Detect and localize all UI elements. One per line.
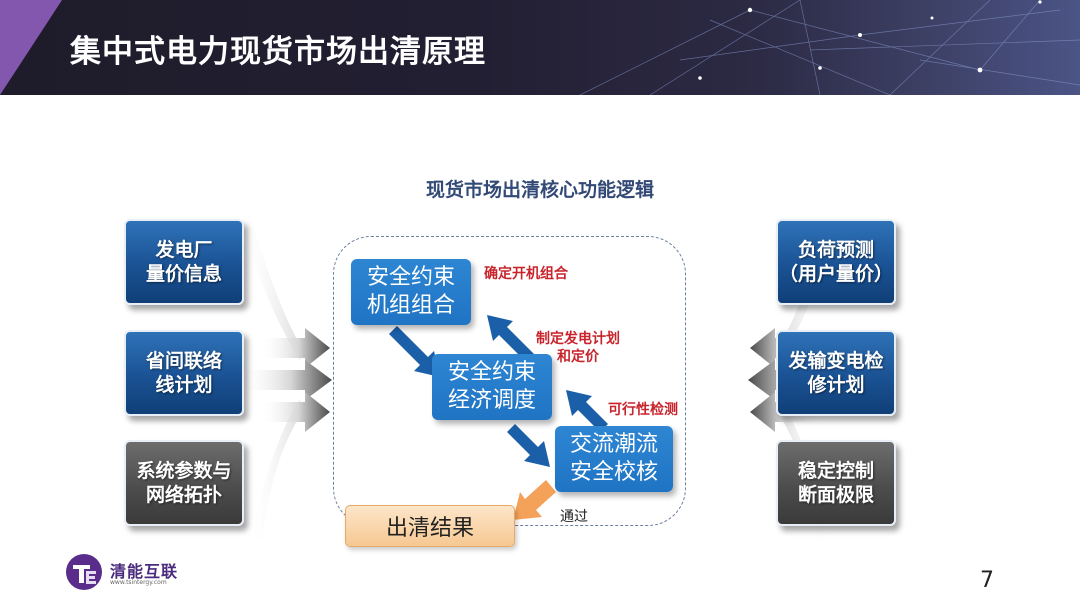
input-stability-limits: 稳定控制 断面极限	[776, 440, 896, 526]
input-maintenance-plan: 发输变电检 修计划	[776, 330, 896, 416]
input-system-parameters: 系统参数与 网络拓扑	[124, 440, 244, 526]
arrow-scuc-to-sced	[389, 326, 440, 377]
process-ac-security-check: 交流潮流 安全校核	[555, 426, 673, 492]
left-curve-bottom	[250, 400, 300, 540]
left-arrow-1	[260, 328, 330, 368]
arrow-sced-to-ac	[507, 424, 550, 467]
process-scuc: 安全约束 机组组合	[351, 259, 471, 325]
header-banner: 集中式电力现货市场出清原理	[0, 0, 1080, 95]
arrow-sced-to-scuc	[487, 315, 538, 366]
logo-url: www.tsintergy.com	[110, 579, 167, 586]
purple-corner-accent	[0, 0, 62, 95]
clearing-result: 出清结果	[345, 505, 515, 547]
company-logo: 清能互联 www.tsintergy.com	[64, 552, 214, 594]
logo-mark-icon	[66, 554, 102, 590]
page-number: 7	[980, 568, 994, 593]
label-dispatch-pricing: 制定发电计划 和定价	[536, 331, 620, 365]
network-decoration	[579, 0, 1080, 95]
label-feasibility-check: 可行性检测	[608, 402, 678, 418]
left-input-arrows	[240, 328, 332, 432]
label-unit-commitment: 确定开机组合	[484, 266, 568, 282]
label-pass: 通过	[560, 509, 588, 525]
process-sced: 安全约束 经济调度	[432, 354, 552, 420]
diagram-title: 现货市场出清核心功能逻辑	[425, 179, 654, 201]
left-curve-top	[240, 215, 300, 360]
arrow-ac-to-sced	[566, 390, 608, 432]
logo-text: 清能互联	[110, 562, 179, 581]
input-interprovincial-tie-plan: 省间联络 线计划	[124, 330, 244, 416]
input-generator-bids: 发电厂 量价信息	[124, 219, 244, 305]
input-load-forecast: 负荷预测 （用户量价）	[776, 219, 896, 305]
left-arrow-3	[260, 392, 330, 432]
arrow-ac-to-result	[513, 480, 556, 520]
page-title: 集中式电力现货市场出清原理	[70, 34, 486, 70]
left-arrow-2	[240, 360, 332, 400]
